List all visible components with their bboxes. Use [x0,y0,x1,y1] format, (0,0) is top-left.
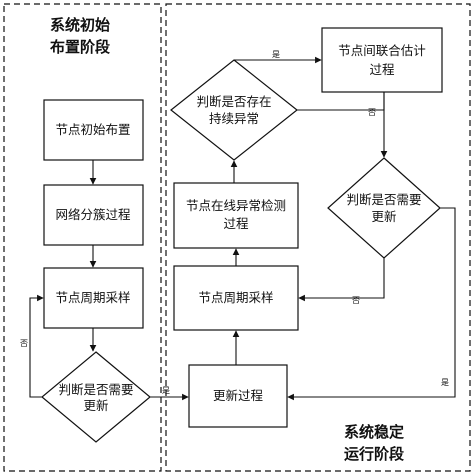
periodic-sample-right-box [173,265,299,331]
decide-persistent-label-2: 持续异常 [209,111,259,126]
node-init-label: 节点初始布置 [55,122,130,137]
arrow-decide-left-no-loop [29,294,44,398]
decide-update-right-label-2: 更新 [371,209,396,224]
joint-estimate-label-2: 过程 [369,62,395,77]
decide-update-left-diamond [41,351,151,443]
init-phase-title-line1: 系统初始 [50,16,110,34]
decide-right-no-label: 否 [352,296,360,305]
init-phase-title-line2: 布置阶段 [50,38,110,56]
arrow-decide-right-no-to-sample [298,258,385,302]
decide-right-yes-label: 是 [441,378,449,387]
decide-update-right-label-1: 判断是否需要 [346,192,421,207]
joint-estimate-box [321,27,443,93]
decide-update-left-label-2: 更新 [83,398,108,413]
decide-update-right-diamond [327,157,441,259]
arrow-decide-right-yes-to-update [287,207,456,401]
periodic-sample-left-box [43,267,144,329]
online-detect-box [173,182,299,249]
update-process-box [188,364,288,428]
decide-update-left-label-1: 判断是否需要 [58,382,133,397]
node-init-box [43,99,144,161]
stable-phase-title-line2: 运行阶段 [344,445,404,463]
decide-left-yes-label: 是 [162,386,170,395]
online-detect-label-2: 过程 [223,216,249,231]
decide-persistent-label-1: 判断是否存在 [196,94,271,109]
update-process-label: 更新过程 [213,388,264,403]
network-cluster-label: 网络分簇过程 [55,207,131,222]
decide-persistent-diamond [170,59,298,161]
joint-estimate-label-1: 节点间联合估计 [338,43,426,58]
stable-phase-frame [165,3,471,472]
stable-phase-title-line1: 系统稳定 [344,423,404,441]
online-detect-label-1: 节点在线异常检测 [186,198,286,213]
init-phase-frame [3,3,162,472]
persistent-yes-label: 是 [272,50,280,59]
periodic-sample-left-label: 节点周期采样 [55,290,130,305]
decide-left-no-label: 否 [20,339,28,348]
persistent-no-label: 否 [368,108,376,117]
periodic-sample-right-label: 节点周期采样 [198,290,273,305]
